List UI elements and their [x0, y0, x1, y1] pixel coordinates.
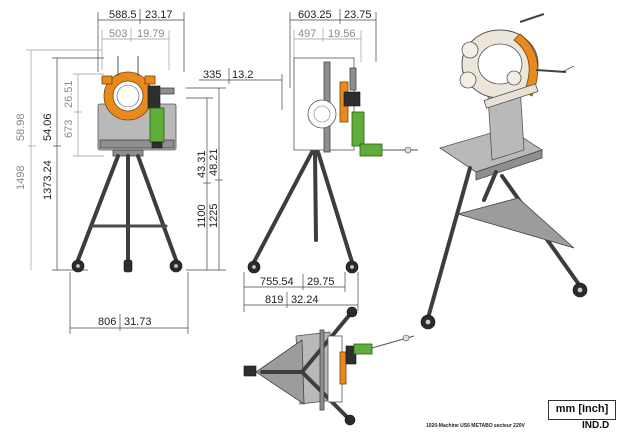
axis-height-mm: 1100	[196, 204, 208, 228]
revision-label: IND.D	[582, 420, 610, 431]
front-base-mm: 806	[98, 316, 116, 328]
top-height-in: 48.21	[208, 148, 220, 176]
top-view	[243, 306, 415, 426]
front-inner-width-mm: 503	[109, 28, 127, 40]
front-view: 588.5 23.17 503 19.79 1498 58.98 1373.24…	[15, 9, 226, 334]
front-width-in: 23.17	[145, 9, 173, 21]
units-label-box: mm [Inch]	[548, 400, 616, 420]
side-base-mm: 819	[265, 294, 283, 306]
offset-mm: 335	[203, 69, 221, 81]
drawing-caption: 1020-Machine US6 METABO secteur 220V	[426, 423, 525, 429]
front-base-in: 31.73	[124, 316, 152, 328]
height-total-mm: 1498	[15, 166, 27, 190]
side-base-inner-mm: 755.54	[260, 276, 294, 288]
top-height-mm: 1225	[208, 204, 220, 228]
side-inner-width-in: 19.56	[328, 28, 356, 40]
units-label: mm [Inch]	[555, 403, 609, 415]
side-machine	[247, 57, 418, 274]
head-height-in: 26.51	[63, 80, 75, 108]
side-width-mm: 603.25	[298, 9, 332, 21]
side-base-inner-in: 29.75	[307, 276, 335, 288]
head-height-mm: 673	[63, 120, 75, 138]
side-base-in: 32.24	[291, 294, 319, 306]
front-inner-width-in: 19.79	[137, 28, 165, 40]
side-view: 603.25 23.75 497 19.56 335 13.2 755.54 2…	[199, 9, 418, 312]
height-total-in: 58.98	[15, 113, 27, 141]
isometric-view	[420, 13, 588, 330]
height-max-in: 54.06	[42, 113, 54, 141]
height-max-mm: 1373.24	[42, 160, 54, 200]
front-machine	[71, 56, 183, 273]
offset-in: 13.2	[232, 69, 253, 81]
side-width-in: 23.75	[344, 9, 372, 21]
front-width-mm: 588.5	[109, 9, 137, 21]
axis-height-in: 43.31	[196, 150, 208, 178]
side-inner-width-mm: 497	[298, 28, 316, 40]
